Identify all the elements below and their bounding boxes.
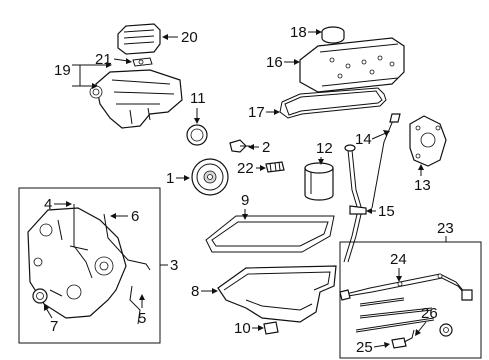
callout-11: 11 [190, 90, 206, 107]
intake-manifold-part [89, 69, 183, 129]
dipstick-tube-part [343, 144, 367, 263]
oil-pan-gasket-part [205, 215, 335, 253]
oil-filter-part [304, 162, 334, 201]
crankshaft-pulley-part [191, 158, 229, 196]
callout-9: 9 [241, 192, 249, 209]
drain-plug-part [263, 321, 279, 335]
plug-part [265, 161, 285, 173]
position-sensor-part [229, 139, 250, 153]
callout-15: 15 [378, 203, 395, 220]
timing-gasket-6-part [103, 213, 151, 271]
callout-8: 8 [191, 283, 199, 300]
valve-cover-part [299, 37, 405, 93]
front-seal-part [186, 124, 208, 146]
callout-26: 26 [421, 305, 438, 322]
callout-22: 22 [237, 160, 254, 177]
timing-gasket-4-part [73, 204, 93, 279]
group-box-sensors [339, 241, 482, 359]
valve-cover-gasket-part [279, 87, 387, 119]
timing-cover-part [27, 207, 127, 319]
connector-25-part [391, 329, 415, 349]
callout-1: 1 [166, 170, 174, 187]
callout-17: 17 [248, 104, 265, 121]
callout-18: 18 [290, 24, 307, 41]
wiring-harness-part [339, 273, 473, 301]
callout-16: 16 [266, 54, 283, 71]
callout-13: 13 [414, 177, 431, 194]
callout-23: 23 [437, 220, 454, 237]
callout-14: 14 [355, 131, 372, 148]
callout-4: 4 [44, 196, 52, 213]
group-box-timing-cover [18, 187, 161, 344]
sensor-26-part [439, 323, 453, 337]
crank-seal-part [32, 288, 48, 304]
engine-cover-part [117, 23, 161, 55]
harness-lead-part [355, 297, 435, 333]
callout-10: 10 [234, 320, 251, 337]
mounting-bracket-part [409, 115, 447, 167]
callout-6: 6 [131, 208, 139, 225]
dipstick-part [371, 113, 401, 209]
oil-pan-part [217, 265, 337, 323]
timing-gasket-5-part [129, 285, 141, 325]
callout-12: 12 [316, 140, 333, 157]
callout-20: 20 [181, 29, 198, 46]
callout-2: 2 [262, 139, 270, 156]
callout-25: 25 [356, 339, 373, 356]
callout-19: 19 [54, 62, 71, 79]
intake-gasket-part [132, 57, 153, 67]
callout-3: 3 [170, 257, 178, 274]
callout-24: 24 [390, 251, 407, 268]
callout-5: 5 [138, 310, 146, 327]
oil-filler-cap-part [321, 26, 345, 44]
callout-7: 7 [50, 318, 58, 335]
